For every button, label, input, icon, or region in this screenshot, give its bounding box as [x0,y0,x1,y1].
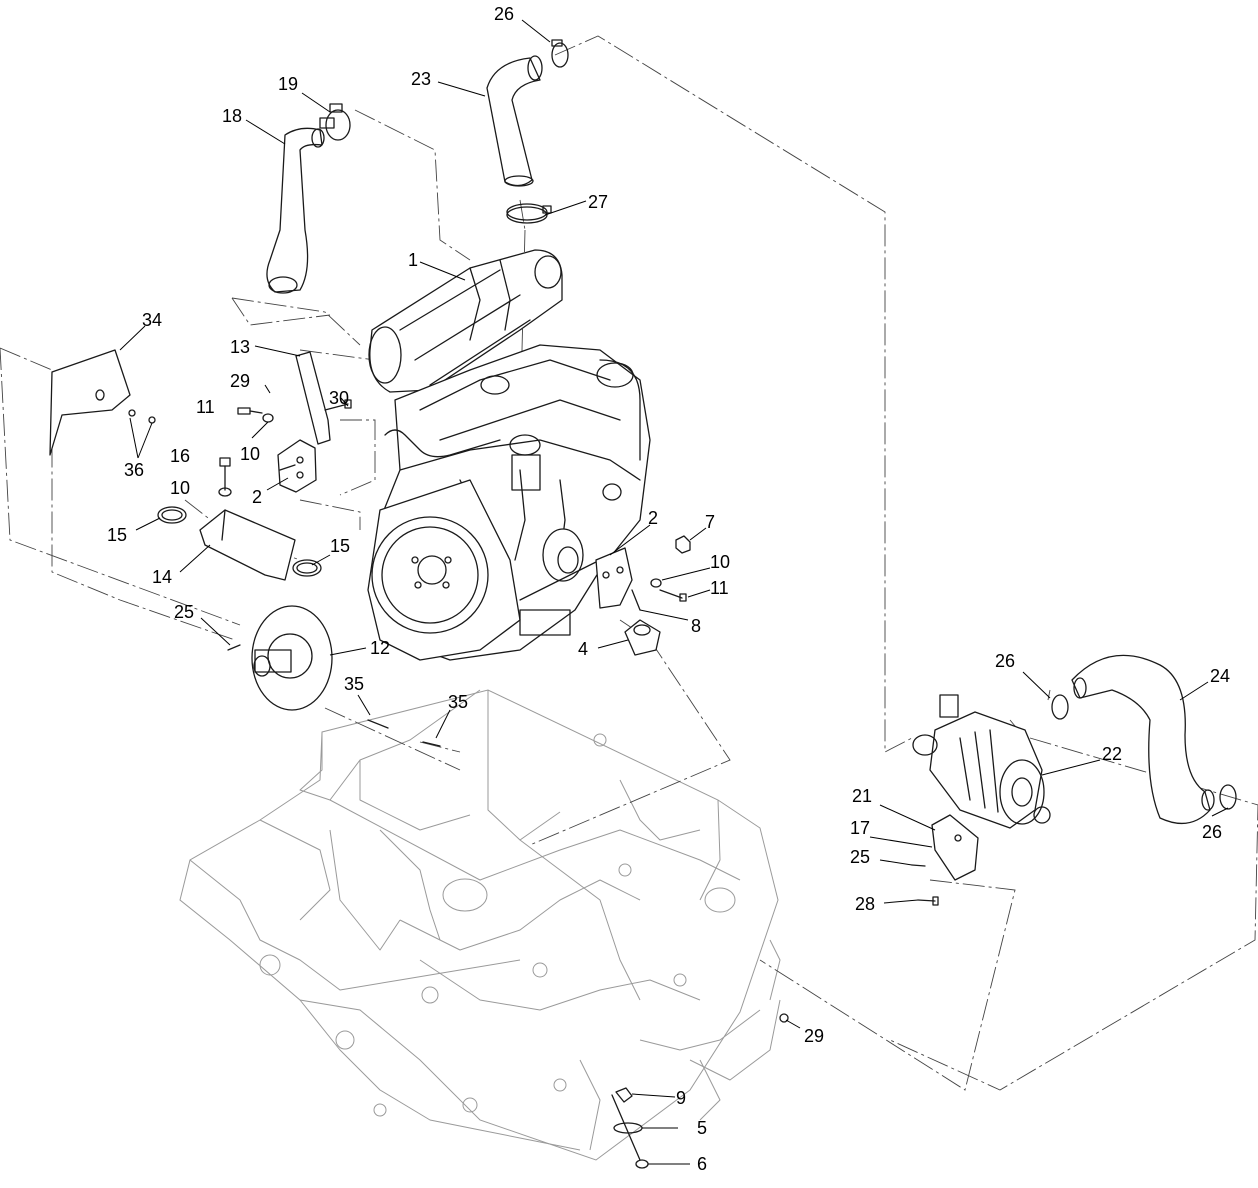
callout-17: 17 [850,818,870,838]
hose-clamp-26-mid[interactable] [1051,694,1069,720]
callout-28: 28 [855,894,875,914]
intake-hose-23[interactable] [486,55,543,187]
callout-7: 7 [705,512,715,532]
callout-12: 12 [370,638,390,658]
hose-clamp-27[interactable] [506,203,552,224]
callout-1: 1 [408,250,418,270]
callout-5: 5 [697,1118,707,1138]
bolt-35-right[interactable] [422,741,441,747]
callout-15: 15 [107,525,127,545]
callout-22: 22 [1102,744,1122,764]
callout-26: 26 [1202,822,1222,842]
exhaust-clamp-19[interactable] [319,103,351,141]
callout-8: 8 [691,616,701,636]
bracket-21[interactable] [931,814,979,881]
callout-23: 23 [411,69,431,89]
heat-shield-34[interactable] [49,349,156,456]
callout-2: 2 [648,508,658,528]
callout-10: 10 [240,444,260,464]
intake-hose-24[interactable] [1071,654,1215,825]
callout-27: 27 [588,192,608,212]
callout-19: 19 [278,74,298,94]
callout-36: 36 [124,460,144,480]
callout-13: 13 [230,337,250,357]
bolt-35-left[interactable] [367,719,389,729]
callout-9: 9 [676,1088,686,1108]
callout-30: 30 [329,388,349,408]
callout-25: 25 [174,602,194,622]
bolt-25-right[interactable] [911,864,926,867]
callout-18: 18 [222,106,242,126]
callout-24: 24 [1210,666,1230,686]
callout-11: 11 [196,397,215,417]
callout-29: 29 [804,1026,824,1046]
callout-15: 15 [330,536,350,556]
callout-10: 10 [710,552,730,572]
washer-10-left[interactable] [262,413,274,423]
mount-plate-14[interactable] [199,509,296,581]
bolt-25-left[interactable] [227,644,241,651]
hose-clamp-26-top[interactable] [551,39,569,68]
chassis-frame [179,689,781,1161]
callout-21: 21 [852,786,872,806]
air-cleaner-22[interactable] [912,694,1051,829]
callout-14: 14 [152,567,172,587]
engine-mount-2-left[interactable] [277,439,317,493]
callout-25: 25 [850,847,870,867]
callout-34: 34 [142,310,162,330]
washer-10-right[interactable] [650,578,662,588]
callout-labels: 26 23 19 18 27 1 34 13 29 11 30 10 36 16… [107,4,1230,1174]
hose-clamp-26-right[interactable] [1219,784,1237,810]
nut-7[interactable] [675,535,691,554]
lift-bracket-13[interactable] [295,351,331,445]
coupler-12[interactable] [251,605,333,711]
engine-mount-2-right[interactable] [595,547,633,609]
callout-26: 26 [494,4,514,24]
callout-35: 35 [344,674,364,694]
callout-26: 26 [995,651,1015,671]
callout-29: 29 [230,371,250,391]
bolt-28[interactable] [917,896,939,906]
callout-35: 35 [448,692,468,712]
engine-assembly[interactable] [367,249,651,661]
callout-11: 11 [710,578,729,598]
leader-lines [119,19,1229,1165]
washer-10-mid[interactable] [218,487,232,497]
callout-6: 6 [697,1154,707,1174]
exhaust-pipe-18[interactable] [266,127,325,294]
bolt-30[interactable] [324,399,352,411]
isolator-15-left[interactable] [157,506,187,524]
nut-9[interactable] [615,1087,633,1103]
bolt-11-right[interactable] [659,589,687,602]
callout-16: 16 [170,446,190,466]
callout-4: 4 [578,639,588,659]
bolt-11-left[interactable] [237,407,263,415]
callout-10: 10 [170,478,190,498]
stud-8[interactable] [631,589,641,611]
isolator-4[interactable] [624,619,661,656]
nut-29-lower[interactable] [779,1013,789,1023]
bolt-16[interactable] [219,457,231,491]
callout-2: 2 [252,487,262,507]
